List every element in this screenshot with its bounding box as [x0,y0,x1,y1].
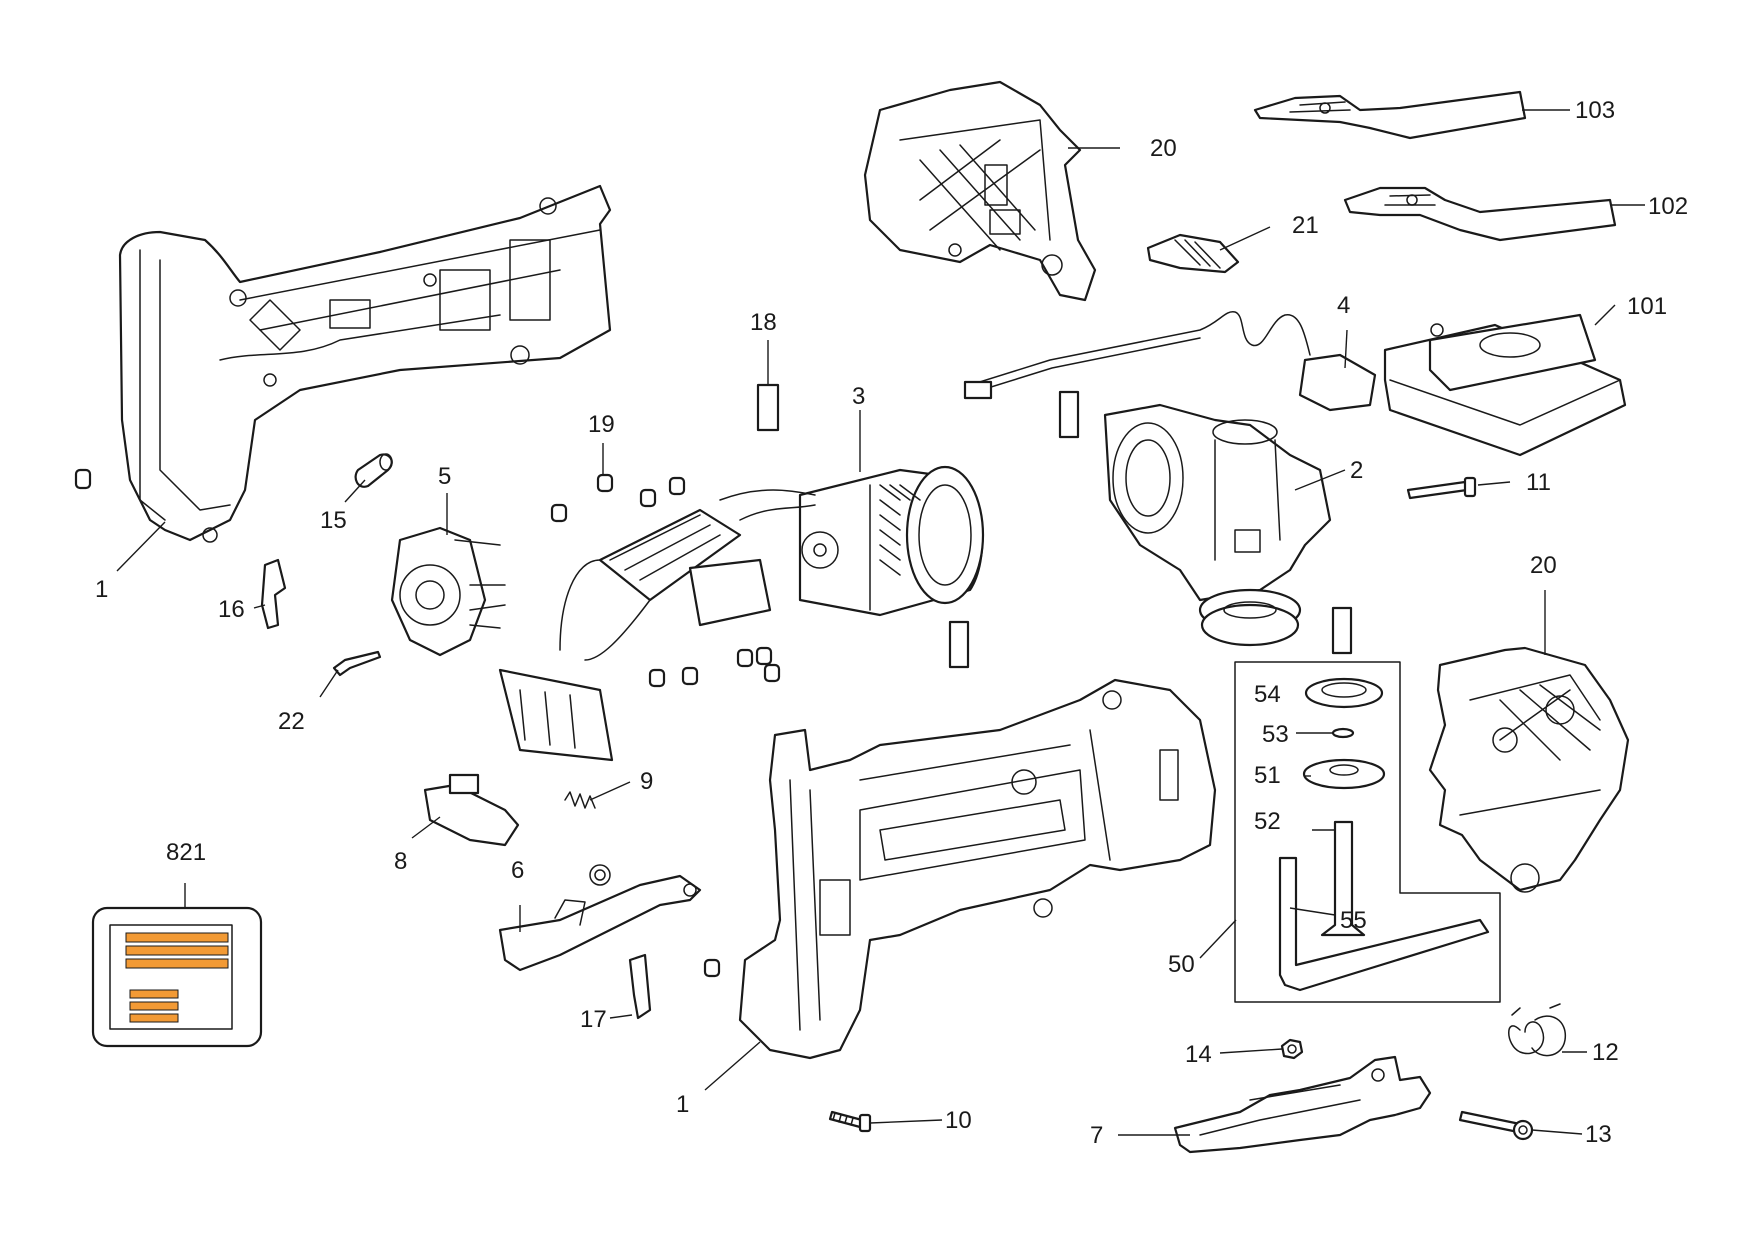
leader-lines [116,109,1645,1136]
part-103-blade [1253,90,1527,140]
callout-101: 101 [1627,293,1667,320]
part-7-base-plate [1173,1055,1432,1154]
callout-821: 821 [166,839,206,866]
part-821-rating-label [91,906,263,1048]
callout-6: 6 [511,857,524,884]
part-18-block [756,383,780,432]
part-2-gear-head [1103,403,1332,647]
callout-8: 8 [394,848,407,875]
label-stripe [129,1013,179,1023]
callout-5: 5 [438,463,451,490]
part-16-clip [260,558,287,630]
part-1-housing-right [738,678,1217,1060]
label-stripe [129,1001,179,1011]
callout-1a: 1 [95,576,108,603]
spacer-block-b [948,620,970,669]
callout-3: 3 [852,383,865,410]
callout-16: 16 [218,596,245,623]
callout-19: 19 [588,411,615,438]
callout-13: 13 [1585,1121,1612,1148]
callout-17: 17 [580,1006,607,1033]
part-5-end-cap [390,526,506,657]
part-50-accessory-kit [1234,661,1501,1003]
label-stripe [125,945,229,956]
callout-9: 9 [640,768,653,795]
callout-12: 12 [1592,1039,1619,1066]
callout-4: 4 [1337,292,1350,319]
part-20-lower-cover [1428,646,1630,893]
part-11-screw [1406,476,1477,500]
part-1-housing-left [118,184,612,543]
callout-2: 2 [1350,457,1363,484]
callout-55: 55 [1340,907,1367,934]
label-stripe [125,958,229,969]
callout-7: 7 [1090,1122,1103,1149]
part-51-flange [1302,758,1386,790]
callout-10: 10 [945,1107,972,1134]
callout-20b: 20 [1530,552,1557,579]
label-stripe [125,932,229,943]
callout-51: 51 [1254,762,1281,789]
callout-20a: 20 [1150,135,1177,162]
part-6-lever [498,864,702,972]
part-53-washer [1331,727,1355,739]
callout-14: 14 [1185,1041,1212,1068]
part-101-sanding-pad [1383,313,1627,457]
part-22-pin [332,650,382,677]
part-13-bolt [1458,1110,1534,1141]
callout-103: 103 [1575,97,1615,124]
callout-labels: 1 1 2 3 4 5 6 7 8 9 10 11 12 13 14 15 16… [95,97,1688,1149]
part-10-screw [828,1110,872,1133]
part-102-blade [1343,186,1617,242]
callout-21: 21 [1292,212,1319,239]
callout-54: 54 [1254,681,1281,708]
part-21-button [1146,233,1240,274]
part-17-clip [628,953,652,1020]
spacer-block-c [1331,606,1353,655]
part-8-lock-button [423,773,520,847]
callout-1b: 1 [676,1091,689,1118]
callout-18: 18 [750,309,777,336]
callout-22: 22 [278,708,305,735]
part-55-hex-key [1278,856,1490,992]
spacer-block-a [1058,390,1080,439]
part-14-nut [1280,1038,1304,1060]
callout-102: 102 [1648,193,1688,220]
callout-15: 15 [320,507,347,534]
label-stripe [129,989,179,999]
part-15-spring [354,453,393,488]
callout-52: 52 [1254,808,1281,835]
callout-50: 50 [1168,951,1195,978]
part-19-sleeves [74,468,781,978]
part-52-bolt [1320,820,1366,937]
callout-11: 11 [1526,469,1551,496]
part-12-spring-clip [1508,1003,1566,1057]
part-3-motor-assembly [498,465,985,762]
callout-53: 53 [1262,721,1289,748]
part-20-upper-cover [863,80,1097,302]
part-9-spring [564,791,596,809]
part-4-switch-cable [963,311,1377,412]
